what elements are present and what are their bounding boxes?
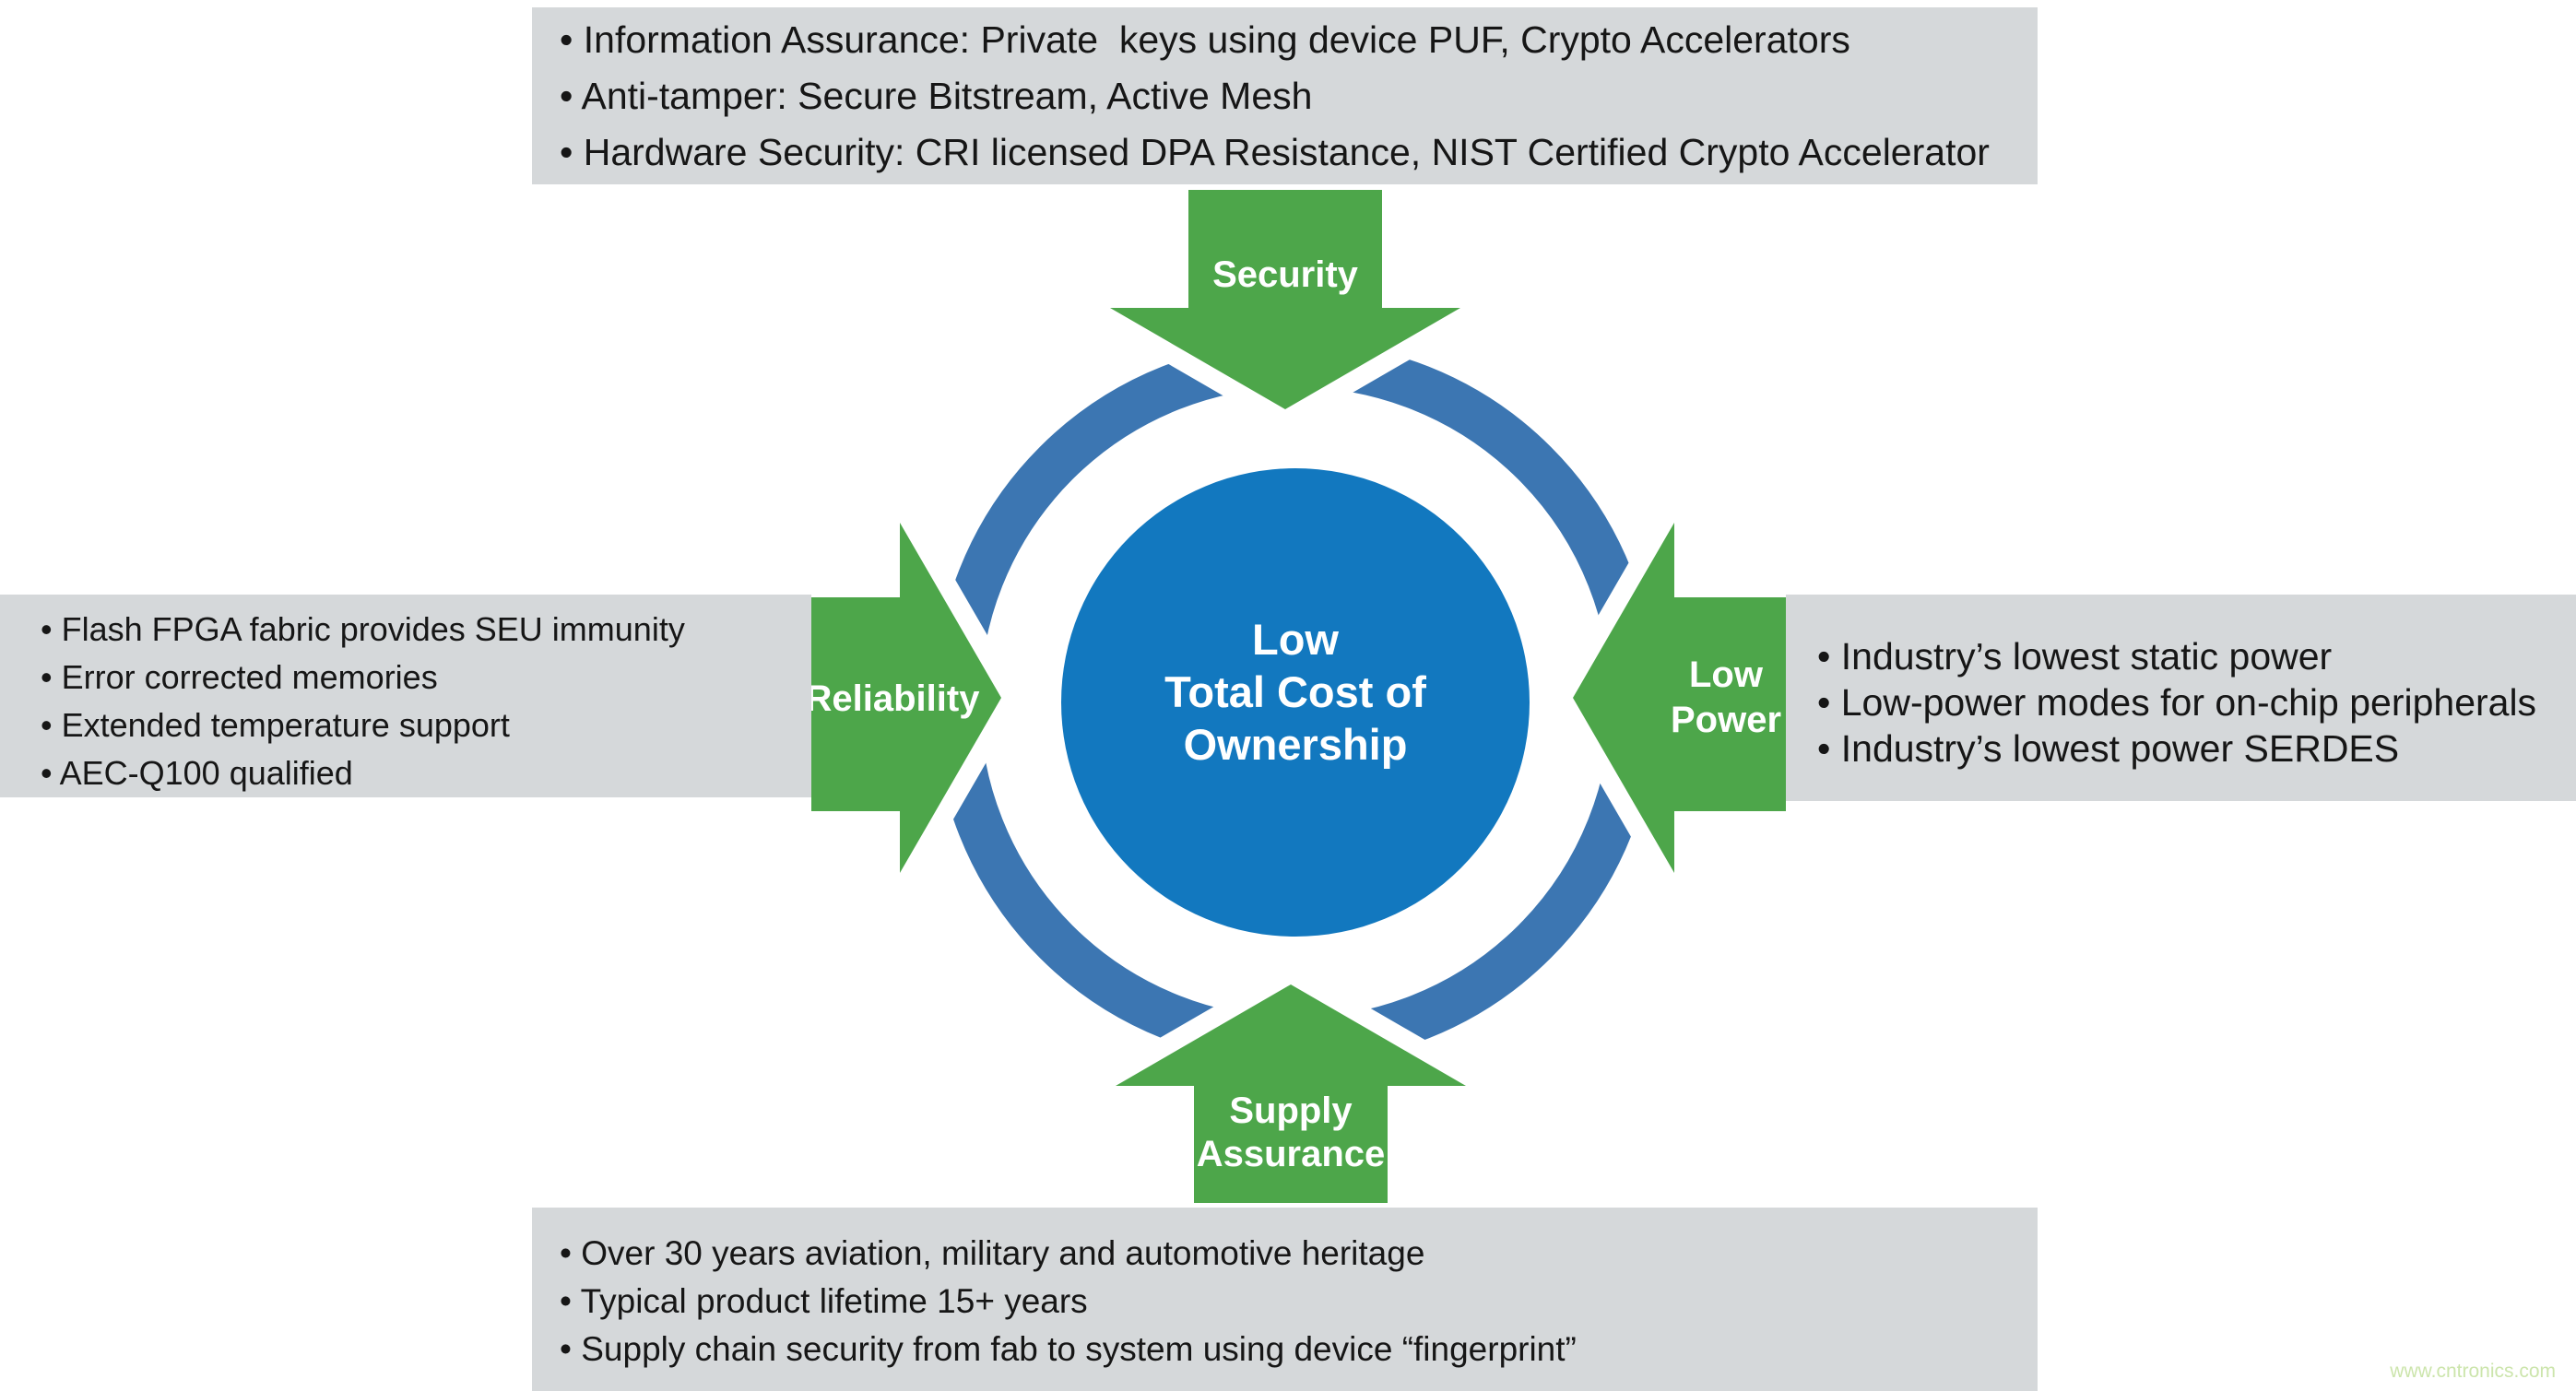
reliability-info-box: • Flash FPGA fabric provides SEU immunit… (0, 595, 811, 797)
bullet-item: • Hardware Security: CRI licensed DPA Re… (560, 131, 1990, 173)
center-title-line1: Low (1252, 615, 1339, 664)
bullet-item: • Error corrected memories (41, 658, 438, 696)
bullet-item: • Low-power modes for on-chip peripheral… (1817, 681, 2537, 724)
bullet-item: • Extended temperature support (41, 706, 510, 744)
security-arrow (1037, 171, 1533, 432)
bullet-item: • Anti-tamper: Secure Bitstream, Active … (560, 75, 1313, 117)
reliability-arrow (792, 450, 1024, 946)
supply-assurance-info-box: • Over 30 years aviation, military and a… (532, 1208, 2038, 1391)
bullet-item: • Typical product lifetime 15+ years (560, 1282, 1088, 1320)
center-circle (1061, 468, 1530, 937)
bullet-item: • AEC-Q100 qualified (41, 754, 353, 792)
supply-assurance-arrow (1043, 961, 1539, 1222)
reliability-label: Reliability (806, 678, 981, 719)
low-power-arrow (1550, 450, 1805, 946)
low-power-info-box: • Industry’s lowest static power • Low-p… (1786, 595, 2576, 801)
bullet-item: • Supply chain security from fab to syst… (560, 1330, 1577, 1368)
bullet-item: • Information Assurance: Private keys us… (560, 18, 1850, 61)
watermark: www.cntronics.com (2390, 1361, 2556, 1382)
low-power-label-line1: Low (1689, 654, 1764, 695)
supply-label-line2: Assurance (1197, 1134, 1386, 1174)
center-title-line3: Ownership (1184, 720, 1408, 769)
center-title-line2: Total Cost of (1164, 667, 1426, 716)
bullet-item: • Industry’s lowest power SERDES (1817, 727, 2400, 770)
bullet-item: • Industry’s lowest static power (1817, 635, 2333, 678)
bullet-item: • Over 30 years aviation, military and a… (560, 1234, 1425, 1272)
security-label: Security (1212, 254, 1359, 295)
supply-label-line1: Supply (1229, 1090, 1353, 1131)
bullet-item: • Flash FPGA fabric provides SEU immunit… (41, 610, 685, 648)
low-power-label-line2: Power (1671, 700, 1781, 740)
security-info-box: • Information Assurance: Private keys us… (532, 7, 2038, 184)
